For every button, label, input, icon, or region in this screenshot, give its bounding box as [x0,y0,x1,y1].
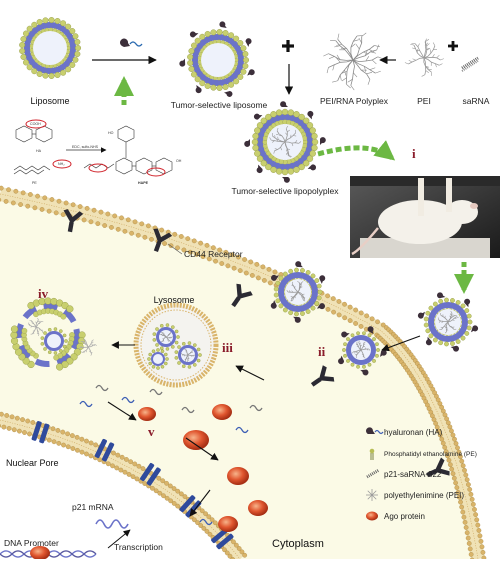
chem-cooh: COOH [30,122,41,126]
dna-promoter-label: DNA Promoter [4,538,59,548]
lipopolyplex-label: Tumor-selective lipopolyplex [232,186,340,196]
ago-protein [212,404,232,420]
chem-pe: PE [32,181,37,185]
lysosome [136,305,216,385]
step-v-label: v [148,424,155,439]
legend-label: Ago protein [384,512,425,521]
green-arrow-to-mouse [318,148,392,158]
chem-nh2: NH₂ [58,162,65,166]
ago-protein [218,516,238,532]
ago-protein [248,500,268,516]
step-i-label: i [412,146,416,161]
legend-label: Phosphatidyl ethanolamine (PE) [384,451,477,458]
chem-reagents: EDC, sulfo-NHS [72,145,99,149]
ha-pe-synthesis-scheme: COOH NH₂ HA PE EDC, sulfo-NHS HAPE OH HO [6,118,202,188]
chem-hape: HAPE [138,181,149,185]
tumor-selective-lipopolyplex [244,101,326,183]
step-iv-label: iv [38,286,49,301]
lipopolyplex-incoming-1 [417,291,479,352]
polyplex-label: PEI/RNA Polyplex [320,96,389,106]
transcription-label: Transcription [114,542,163,552]
chem-oh: OH [176,159,182,163]
hyaluronan-icon [120,39,142,47]
plus-icon [282,40,294,52]
liposome [19,17,80,79]
sarna-icon [462,58,478,71]
cytoplasm-label: Cytoplasm [272,538,324,550]
ago-protein [138,407,156,421]
legend-label: polyethylenimine (PEI) [384,491,464,500]
chem-ho: HO [108,131,114,135]
legend-item: Ago protein [366,512,425,522]
step-iii-label: iii [222,340,233,355]
cd44-receptor-label: CD44 Receptor [184,249,243,259]
step-ii-label: ii [318,344,326,359]
pei-rna-polyplex [323,33,383,90]
lysosome-label: Lysosome [154,295,195,305]
nuclear-pore-label: Nuclear Pore [6,458,59,468]
pei-icon [366,489,378,501]
sarna-label: saRNA [463,96,490,106]
legend-label: hyaluronan (HA) [384,428,443,437]
mouse-photo [350,176,500,258]
ago-protein [227,467,249,485]
legend-label: p21-saRNA-322 [384,470,442,479]
plus-icon-2 [448,41,458,51]
liposome-label: Liposome [30,96,69,106]
pei-molecule [405,39,444,77]
chem-ha: HA [36,149,42,153]
ago-protein-icon [366,512,378,521]
tumor-selective-liposome-label: Tumor-selective liposome [171,100,268,110]
ago-protein [183,430,209,450]
tumor-selective-liposome [179,21,256,98]
pei-label: PEI [417,96,431,106]
p21-mrna-label: p21 mRNA [72,502,114,512]
